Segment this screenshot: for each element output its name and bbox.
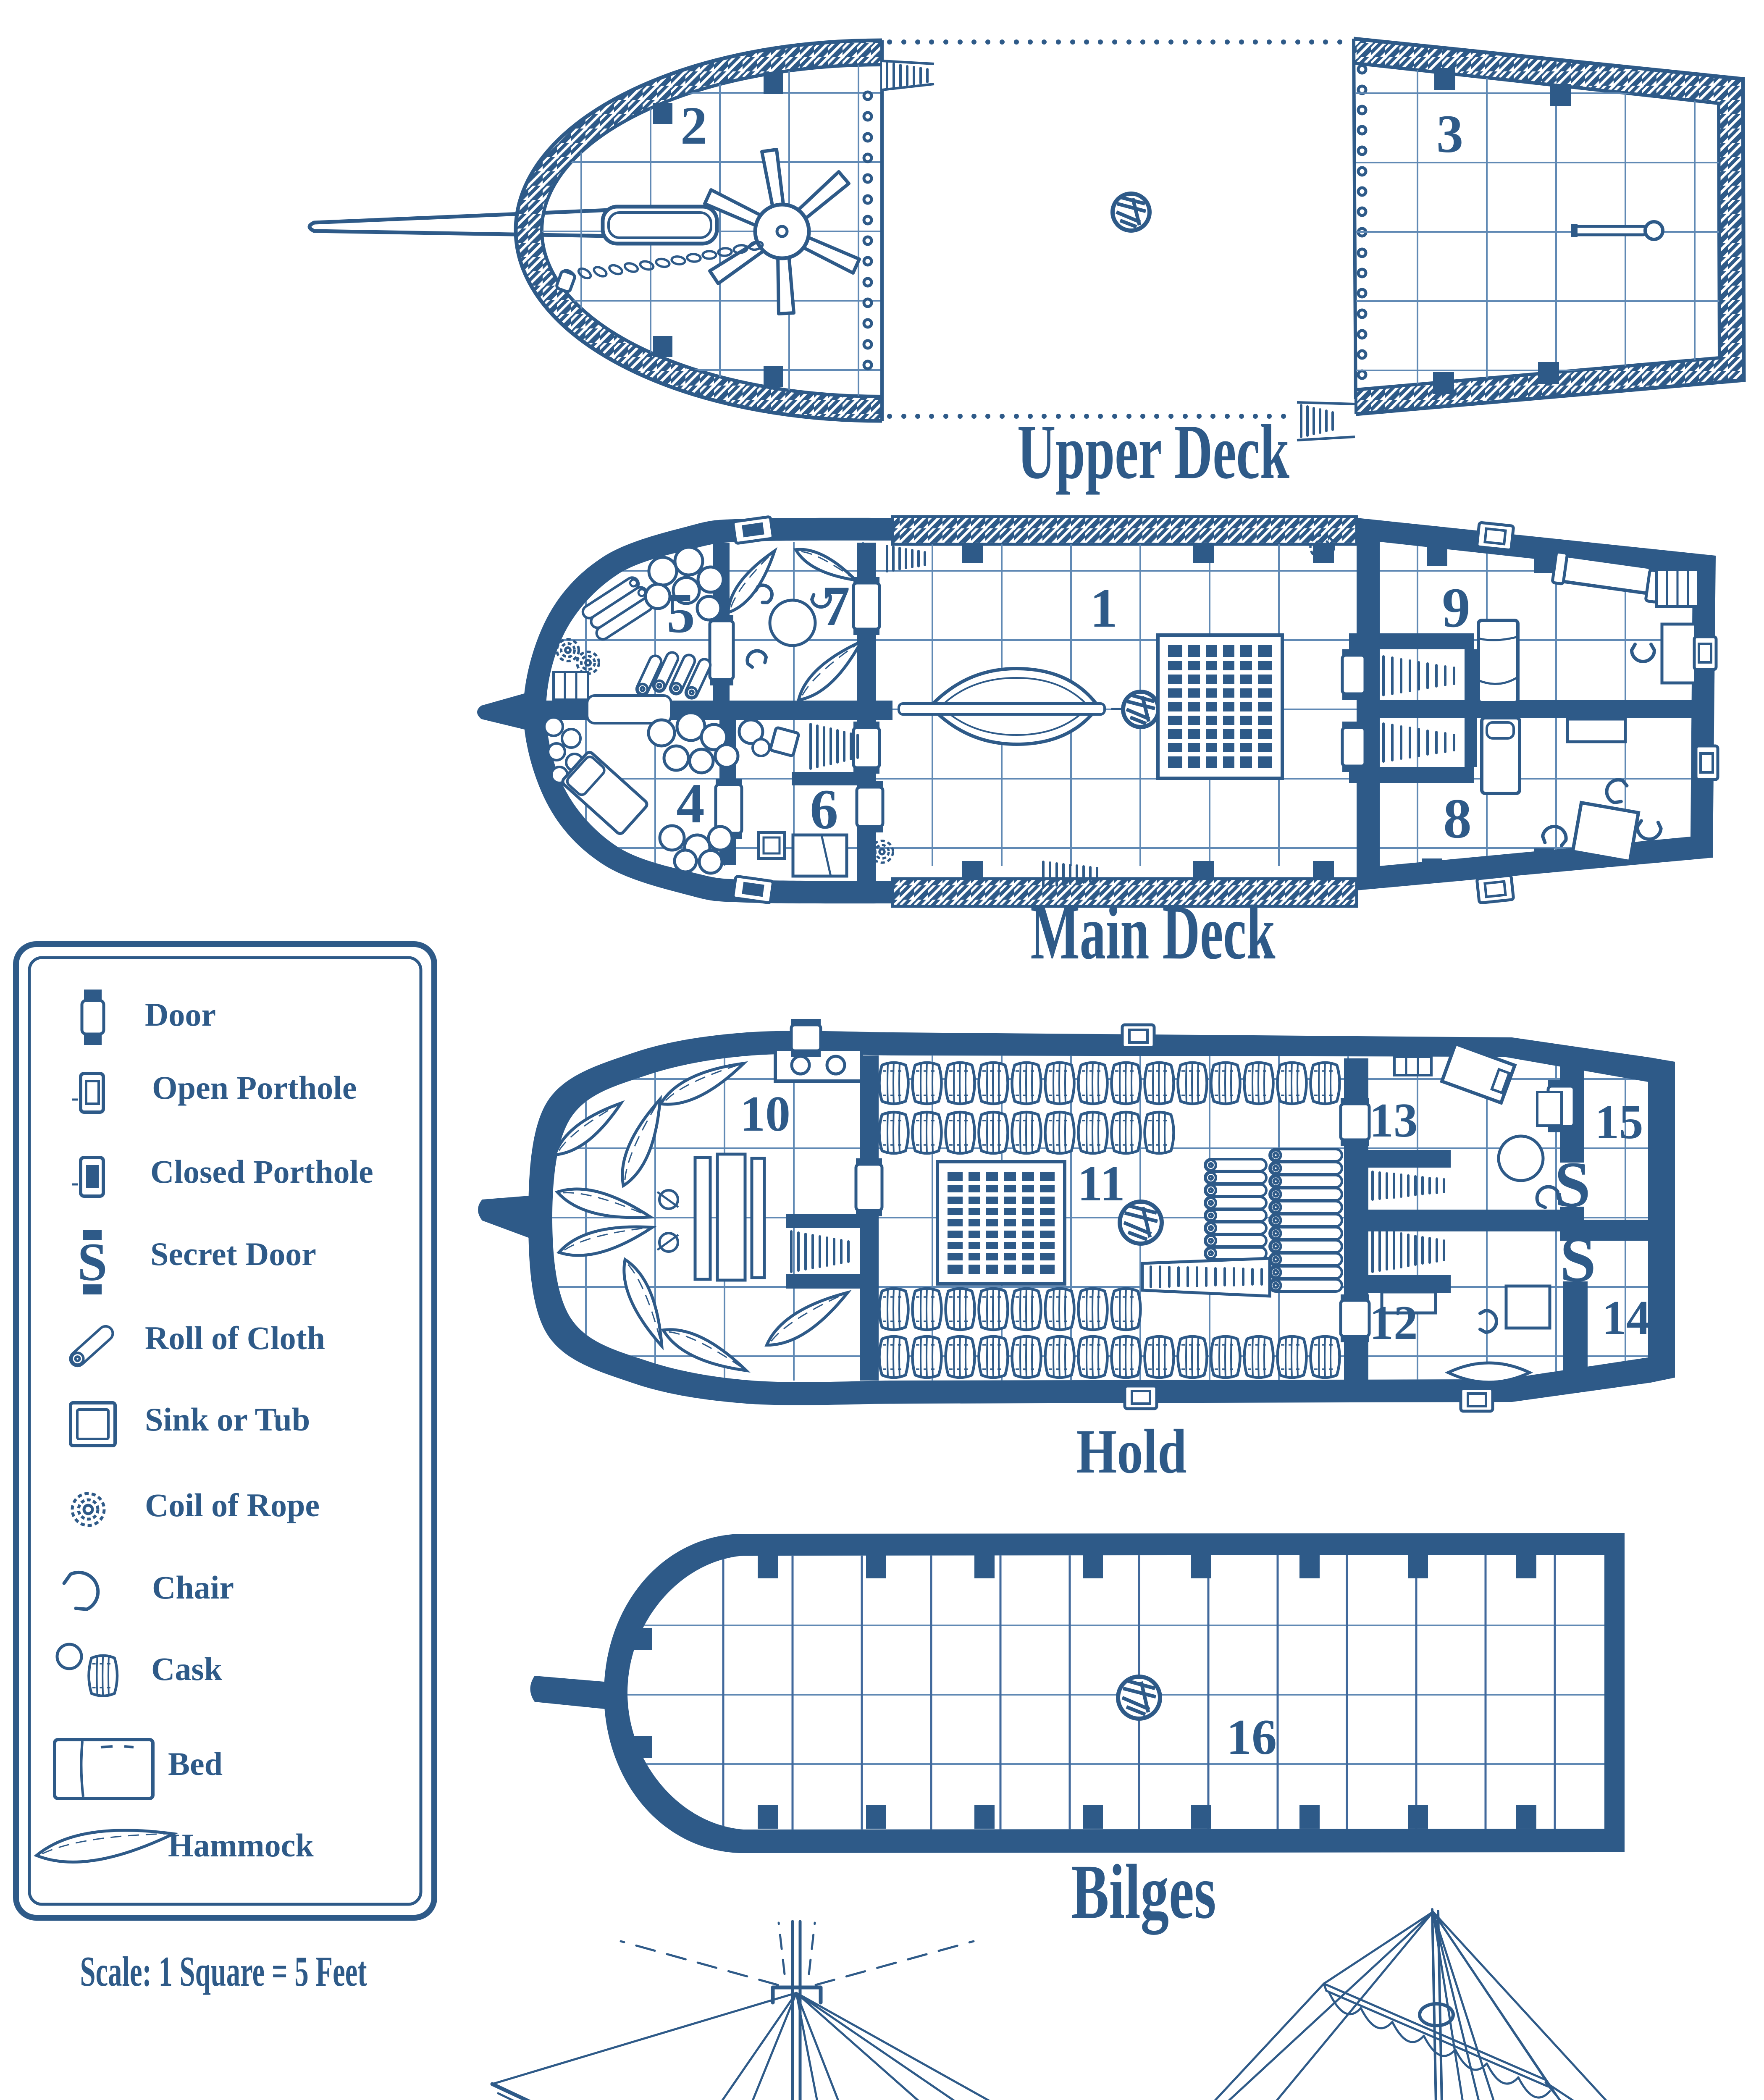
svg-text:12: 12	[1370, 1296, 1418, 1349]
svg-text:Roll of Cloth: Roll of Cloth	[145, 1320, 325, 1356]
svg-text:Cask: Cask	[151, 1651, 223, 1687]
svg-text:Closed Porthole: Closed Porthole	[150, 1153, 373, 1190]
svg-text:11: 11	[1077, 1155, 1125, 1211]
svg-text:6: 6	[810, 778, 838, 841]
svg-text:1: 1	[1090, 577, 1118, 639]
svg-text:16: 16	[1226, 1709, 1277, 1765]
svg-text:Door: Door	[145, 996, 216, 1033]
svg-text:9: 9	[1442, 577, 1470, 639]
svg-text:2: 2	[680, 96, 707, 155]
svg-text:S: S	[1554, 1148, 1591, 1221]
svg-text:4: 4	[676, 772, 705, 835]
svg-text:15: 15	[1595, 1095, 1643, 1149]
svg-text:Secret Door: Secret Door	[150, 1236, 316, 1272]
svg-text:Upper Deck: Upper Deck	[1017, 409, 1289, 495]
svg-text:Chair: Chair	[152, 1569, 234, 1606]
svg-text:Open Porthole: Open Porthole	[152, 1069, 357, 1106]
svg-text:Bilges: Bilges	[1071, 1849, 1216, 1935]
svg-text:Scale: 1 Square = 5 Feet: Scale: 1 Square = 5 Feet	[80, 1948, 367, 1995]
svg-text:S: S	[77, 1232, 107, 1292]
svg-text:8: 8	[1443, 788, 1472, 850]
svg-text:Sink or Tub: Sink or Tub	[145, 1401, 310, 1438]
svg-text:Main Deck: Main Deck	[1031, 890, 1276, 976]
svg-text:5: 5	[667, 582, 695, 645]
svg-text:3: 3	[1436, 104, 1463, 164]
svg-text:Coil of Rope: Coil of Rope	[145, 1487, 320, 1523]
svg-text:7: 7	[822, 575, 850, 638]
svg-text:Hammock: Hammock	[168, 1827, 314, 1864]
svg-text:13: 13	[1370, 1094, 1418, 1147]
svg-text:10: 10	[740, 1086, 790, 1142]
svg-text:S: S	[1560, 1223, 1596, 1295]
svg-text:Bed: Bed	[168, 1746, 223, 1782]
svg-text:Hold: Hold	[1076, 1417, 1187, 1486]
svg-text:14: 14	[1602, 1291, 1651, 1344]
